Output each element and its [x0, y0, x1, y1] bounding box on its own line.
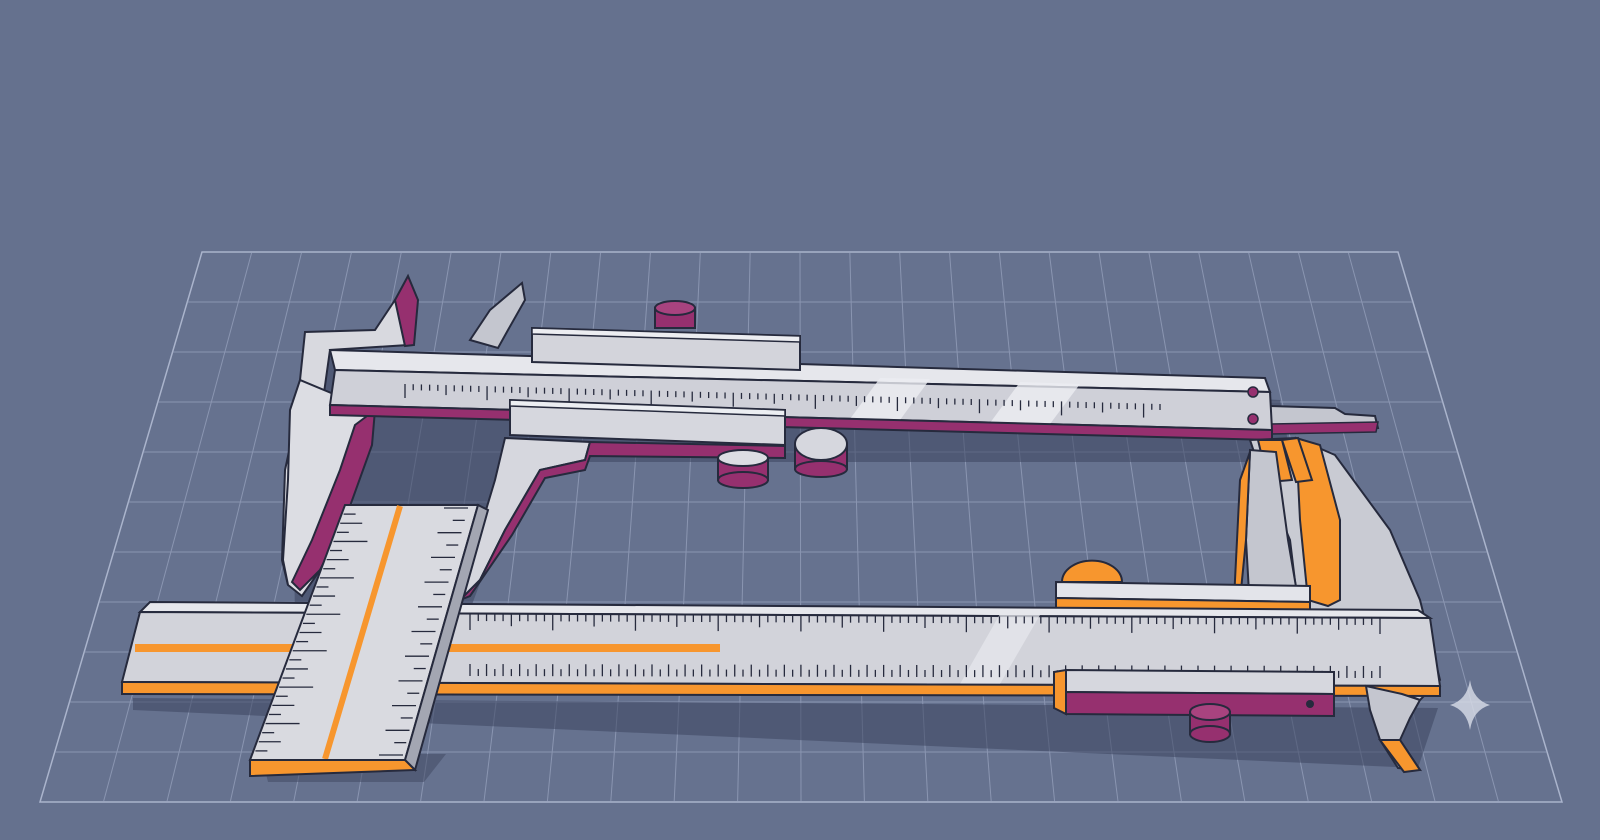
- steel-square-ruler: [248, 503, 490, 782]
- grid-line-vertical: [102, 251, 253, 803]
- thumb-wheel-left: [717, 449, 769, 489]
- front-caliper-shadow: [133, 698, 1438, 768]
- rivet: [1247, 413, 1259, 425]
- ruler-ticks: [252, 504, 468, 761]
- ruler-centre-stripe: [322, 505, 403, 760]
- rear-main-scale: [404, 384, 1161, 418]
- depth-rod-edge: [1267, 421, 1379, 435]
- rivet: [1247, 386, 1259, 398]
- fixed-upper-jaw: [393, 273, 420, 348]
- front-main-scale: [469, 614, 1381, 678]
- front-beam-highlight: [960, 614, 1040, 684]
- dome-knob: [1060, 559, 1124, 583]
- front-movable-jaw-edge: [1232, 451, 1251, 601]
- rear-beam-highlight: [850, 378, 930, 420]
- movable-upper-jaw: [468, 281, 527, 350]
- fixed-jaw-body: [280, 279, 414, 586]
- rivet: [1306, 700, 1314, 708]
- vernier-caliper-rear: [280, 273, 1380, 615]
- rear-vernier-slider-top: [509, 399, 786, 417]
- front-lower-jaw-tip: [1378, 739, 1422, 774]
- front-slider-lower-end: [1053, 668, 1067, 716]
- fixed-lower-jaw-edge: [290, 407, 377, 592]
- lock-screw-bottom: [1189, 703, 1231, 743]
- lock-screw-top: [654, 300, 696, 329]
- rear-slider-top-face: [531, 327, 801, 343]
- front-slider-lower-top: [1065, 668, 1335, 696]
- upper-jaw-tip: [1280, 436, 1314, 484]
- sparkle-icon: [1450, 680, 1490, 730]
- rear-beam-highlight: [990, 382, 1080, 424]
- ruler-bottom-edge: [249, 759, 418, 778]
- thumb-wheel-right: [794, 427, 848, 478]
